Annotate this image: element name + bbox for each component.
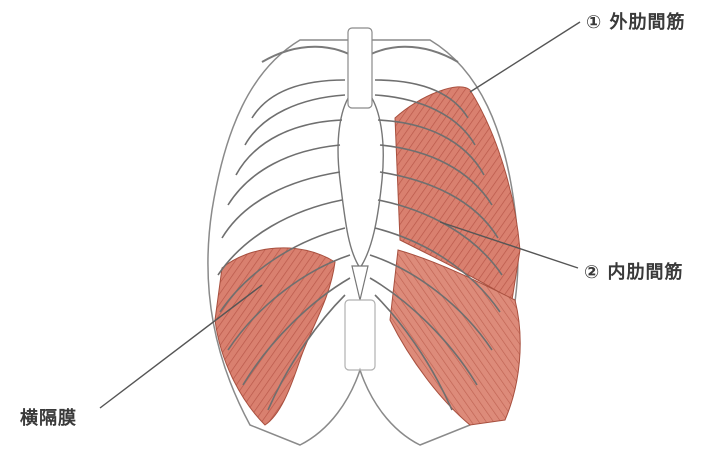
leader-line-external (470, 22, 580, 92)
label-external-intercostal: ① 外肋間筋 (586, 8, 686, 34)
label-internal-intercostal: ② 内肋間筋 (584, 258, 684, 284)
label-diaphragm: 横隔膜 (20, 404, 77, 430)
spine (348, 28, 372, 108)
